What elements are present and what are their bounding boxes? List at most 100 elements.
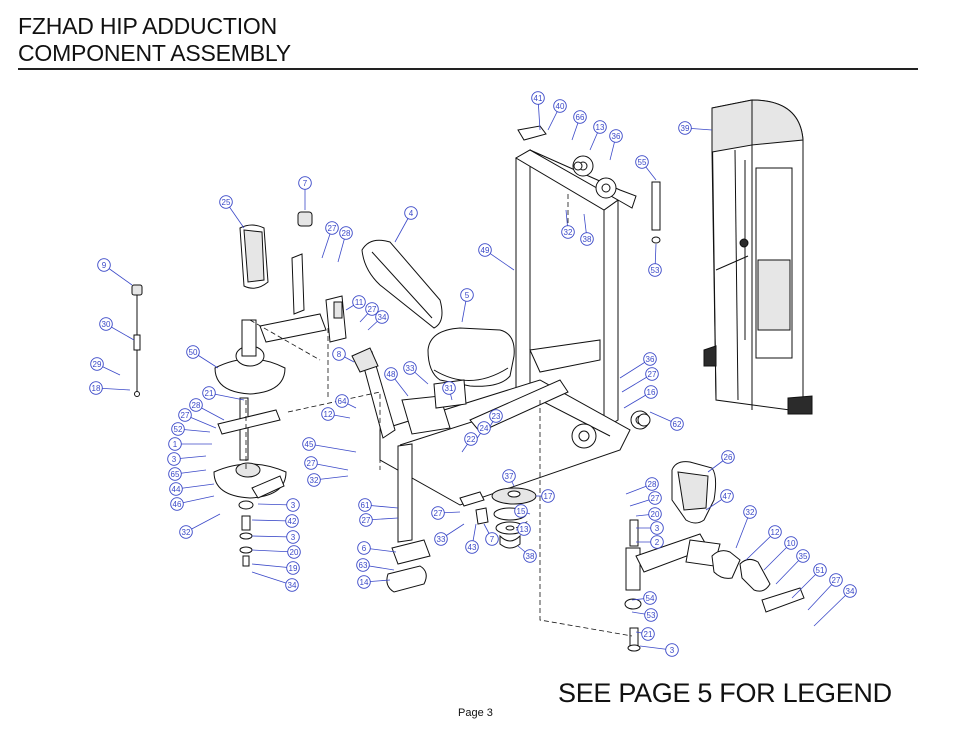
callout-number: 27	[651, 494, 660, 503]
callout-leader-line	[813, 590, 851, 627]
callout-bubble	[287, 545, 301, 559]
callout-number: 49	[481, 246, 490, 255]
callout-bubble	[650, 521, 664, 535]
callout-65: 65	[168, 467, 207, 481]
callout-number: 38	[583, 235, 592, 244]
callout-number: 8	[337, 350, 342, 359]
callout-number: 32	[564, 228, 573, 237]
callout-3: 3	[251, 530, 300, 544]
header-rule	[18, 68, 918, 70]
callout-bubble	[644, 608, 658, 622]
callout-number: 65	[171, 470, 180, 479]
callout-number: 24	[480, 424, 489, 433]
callout-bubble	[186, 345, 200, 359]
callout-number: 22	[467, 435, 476, 444]
callout-11: 11	[345, 295, 366, 311]
callout-bubble	[375, 310, 389, 324]
callout-bubble	[531, 91, 545, 105]
callout-55: 55	[635, 155, 657, 181]
callout-number: 37	[505, 472, 514, 481]
callout-leader-line	[251, 535, 294, 538]
callout-bubble	[644, 385, 658, 399]
callout-number: 27	[328, 224, 337, 233]
callout-18: 18	[89, 381, 131, 395]
callout-number: 25	[222, 198, 231, 207]
callout-49: 49	[478, 243, 515, 271]
callout-number: 43	[468, 543, 477, 552]
callout-19: 19	[251, 561, 300, 575]
callout-12: 12	[321, 407, 351, 421]
callout-bubble	[302, 437, 316, 451]
callout-bubble	[721, 450, 735, 464]
callout-number: 5	[465, 291, 470, 300]
callout-bubble	[384, 367, 398, 381]
callout-number: 21	[205, 389, 214, 398]
callout-number: 27	[181, 411, 190, 420]
callout-bubble	[189, 398, 203, 412]
callout-bubble	[720, 489, 734, 503]
callout-bubble	[553, 99, 567, 113]
page-title-line-1: FZHAD HIP ADDUCTION	[18, 13, 278, 39]
callout-number: 36	[612, 132, 621, 141]
callout-bubble	[478, 243, 492, 257]
callout-28: 28	[189, 398, 225, 421]
callout-number: 40	[556, 102, 565, 111]
callout-2: 2	[636, 535, 664, 549]
callout-number: 10	[787, 539, 796, 548]
callout-bubble	[541, 489, 555, 503]
callout-bubble	[168, 467, 182, 481]
callout-21: 21	[635, 627, 655, 641]
callout-bubble	[357, 575, 371, 589]
callout-27: 27	[807, 573, 843, 611]
callout-38: 38	[580, 213, 594, 246]
callout-bubble	[298, 176, 312, 190]
callout-39: 39	[678, 121, 713, 135]
callout-30: 30	[99, 317, 135, 341]
callout-20: 20	[251, 545, 301, 559]
callout-number: 3	[670, 646, 675, 655]
callout-number: 7	[303, 179, 308, 188]
callout-number: 34	[846, 587, 855, 596]
callout-6: 6	[357, 541, 397, 555]
callout-45: 45	[302, 437, 357, 453]
callout-bubble	[514, 504, 528, 518]
callout-13: 13	[589, 120, 607, 151]
callout-bubble	[813, 563, 827, 577]
callout-bubble	[517, 522, 531, 536]
left-pivot-assembly	[213, 397, 287, 567]
callout-bubble	[645, 477, 659, 491]
callout-48: 48	[384, 367, 409, 397]
callout-number: 27	[832, 576, 841, 585]
callout-number: 52	[174, 425, 183, 434]
callout-62: 62	[649, 411, 684, 431]
callout-bubble	[477, 421, 491, 435]
legend-note: SEE PAGE 5 FOR LEGEND	[558, 678, 892, 708]
part-callouts: 4140661336395572527284323849539511273430…	[89, 91, 857, 657]
callout-number: 33	[437, 535, 446, 544]
callout-bubble	[670, 417, 684, 431]
callout-1: 1	[168, 437, 212, 451]
callout-number: 27	[648, 370, 657, 379]
callout-number: 16	[647, 388, 656, 397]
callout-number: 3	[655, 524, 660, 533]
cable-hardware-left	[131, 181, 661, 397]
callout-5: 5	[460, 288, 474, 323]
callout-31: 31	[442, 381, 456, 401]
callout-12: 12	[745, 525, 782, 561]
callout-leader-line	[251, 571, 293, 586]
callout-20: 20	[635, 507, 662, 521]
callout-bubble	[665, 643, 679, 657]
callout-32: 32	[179, 513, 221, 539]
callout-number: 31	[445, 384, 454, 393]
callout-number: 17	[544, 492, 553, 501]
callout-27: 27	[359, 513, 399, 527]
callout-bubble	[829, 573, 843, 587]
callout-number: 38	[526, 552, 535, 561]
callout-number: 66	[576, 113, 585, 122]
callout-number: 4	[409, 209, 414, 218]
callout-number: 29	[93, 360, 102, 369]
callout-14: 14	[357, 575, 391, 589]
callout-number: 55	[638, 158, 647, 167]
callout-54: 54	[631, 591, 657, 605]
